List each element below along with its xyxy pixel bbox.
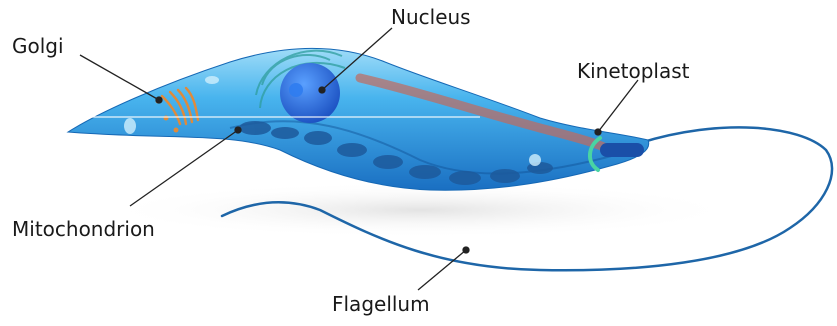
cell-body [68,48,649,190]
nucleus-body [280,63,340,123]
label-kinetoplast: Kinetoplast [577,61,690,81]
body-shadow [100,182,740,238]
label-mitochondrion: Mitochondrion [12,219,155,239]
nucleolus [289,83,303,97]
label-flagellum: Flagellum [332,294,430,314]
label-golgi: Golgi [12,36,64,56]
basal-body [600,143,644,157]
label-nucleus: Nucleus [391,7,471,27]
